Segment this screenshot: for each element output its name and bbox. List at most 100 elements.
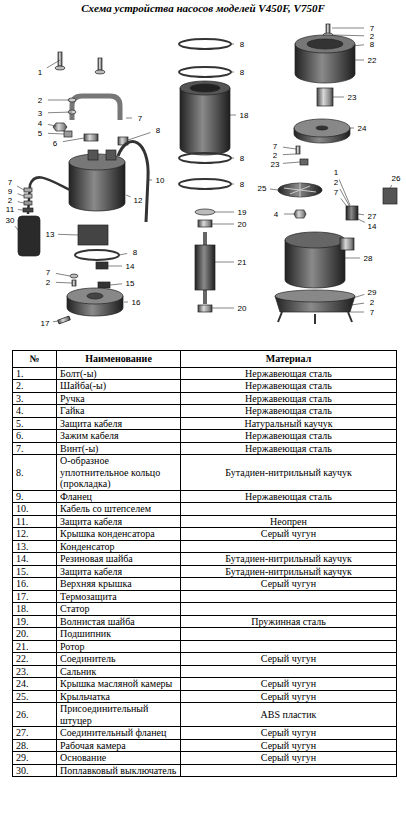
cell-text: Серый чугун <box>261 727 316 738</box>
cell-text: 6. <box>16 430 24 441</box>
callout-number: 2 <box>45 278 51 287</box>
callout-number: 8 <box>239 68 245 77</box>
cell-text: 23. <box>16 666 29 677</box>
table-row: 27.Соединительный фланецСерый чугун <box>13 727 397 740</box>
table-cell: 2. <box>13 380 57 393</box>
table-cell: 14. <box>13 553 57 566</box>
table-row: 23.Сальник <box>13 665 397 678</box>
cell-text: Ручка <box>60 393 85 404</box>
table-cell: 15. <box>13 565 57 578</box>
callout-number: 14 <box>125 262 136 271</box>
leader-line <box>212 224 234 225</box>
table-cell: Ручка <box>57 392 181 405</box>
leader-line <box>351 303 364 305</box>
cell-text: 7. <box>16 443 24 454</box>
table-cell: Винт(-ы) <box>57 442 181 455</box>
cell-text: 20. <box>16 628 29 639</box>
callout-number: 8 <box>239 40 245 49</box>
callout-number: 27 <box>367 212 378 221</box>
callout-number: 12 <box>133 196 144 205</box>
callout-number: 21 <box>237 258 248 267</box>
table-cell: Серый чугун <box>181 578 397 591</box>
table-cell: 28. <box>13 739 57 752</box>
cell-text: 3. <box>16 393 24 404</box>
callout-number: 4 <box>37 119 43 128</box>
table-cell: Статор <box>57 603 181 616</box>
float-switch <box>18 216 40 256</box>
handle <box>72 96 120 120</box>
cell-text: Защита кабеля <box>60 566 122 577</box>
table-row: 6.Зажим кабеляНержавеющая сталь <box>13 430 397 443</box>
table-cell: Основание <box>57 752 181 765</box>
leader-line <box>56 273 70 276</box>
table-cell: Защита кабеля <box>57 417 181 430</box>
callout-number: 7 <box>272 142 278 151</box>
table-cell: № <box>13 351 57 368</box>
table-cell: Серый чугун <box>181 528 397 541</box>
table-cell: ABS пластик <box>181 703 397 727</box>
table-cell: Бутадиен-нитрильный каучук <box>181 565 397 578</box>
cell-text: 19. <box>16 616 29 627</box>
cell-text: Бутадиен-нитрильный каучук <box>225 553 352 564</box>
table-cell: 18. <box>13 603 57 616</box>
table-cell: Неопрен <box>181 515 397 528</box>
table-cell: Нержавеющая сталь <box>181 380 397 393</box>
leader-line <box>215 262 234 263</box>
table-cell: 25. <box>13 690 57 703</box>
leader-line <box>283 162 300 163</box>
table-row: 19.Волнистая шайбаПружинная сталь <box>13 615 397 628</box>
table-cell: 4. <box>13 405 57 418</box>
table-cell: Гайка <box>57 405 181 418</box>
cell-text: № <box>29 353 39 364</box>
table-row: 15.Защита кабеля Бутадиен-нитрильный кауч… <box>13 565 397 578</box>
table-cell: 29. <box>13 752 57 765</box>
cell-text: Защита кабеля <box>60 418 122 429</box>
cell-text: Нержавеющая сталь <box>245 491 332 502</box>
cell-text: О-образное уплотнительное кольцо (прокла… <box>60 455 160 489</box>
cell-text: Статор <box>60 603 89 614</box>
leader-line <box>284 214 294 215</box>
table-cell <box>181 540 397 553</box>
cell-text: Рабочая камера <box>60 740 126 751</box>
table-cell: Нержавеющая сталь <box>181 367 397 380</box>
callout-number: 18 <box>239 111 250 120</box>
callout-number: 7 <box>7 178 13 187</box>
callout-number: 2 <box>7 196 13 205</box>
table-cell: 24. <box>13 678 57 691</box>
callout-number: 7 <box>333 188 339 197</box>
cell-text: Материал <box>266 353 312 364</box>
leader-line <box>17 186 24 190</box>
cell-text: Наименование <box>85 353 152 364</box>
leader-line <box>353 294 364 298</box>
cell-text: Конденсатор <box>60 541 114 552</box>
cell-text: Гайка <box>60 405 84 416</box>
leader-line <box>119 253 127 255</box>
callout-number: 14 <box>367 222 378 231</box>
table-cell: Нержавеющая сталь <box>181 442 397 455</box>
table-cell: Защита кабеля <box>57 565 181 578</box>
callout-number: 28 <box>363 254 374 263</box>
cell-text: 9. <box>16 491 24 502</box>
rotor <box>195 245 215 290</box>
callout-number: 9 <box>7 187 13 196</box>
table-row: 5.Защита кабеляНатуральный каучук <box>13 417 397 430</box>
cell-text: 14. <box>16 553 29 564</box>
table-row: 2.Шайба(-ы)Нержавеющая сталь <box>13 380 397 393</box>
table-row: 3. Ручка Нержавеющая сталь <box>13 392 397 405</box>
leader-line <box>231 158 234 159</box>
table-cell <box>181 640 397 653</box>
table-cell: Присоединительный штуцер <box>57 703 181 727</box>
leader-line <box>333 35 364 37</box>
cell-text: 4. <box>16 405 24 416</box>
table-row: 20. Подшипник <box>13 628 397 641</box>
leader-line <box>283 154 296 156</box>
cell-text: Серый чугун <box>261 678 316 689</box>
cell-text: Подшипник <box>60 628 111 639</box>
bolt <box>58 52 62 66</box>
table-cell: Конденсатор <box>57 540 181 553</box>
cell-text: Резиновая шайба <box>60 553 133 564</box>
cell-text: Соединитель <box>60 653 116 664</box>
cell-text: Зажим кабеля <box>60 430 119 441</box>
cell-text: 30. <box>16 765 29 776</box>
table-cell: Нержавеющая сталь <box>181 392 397 405</box>
